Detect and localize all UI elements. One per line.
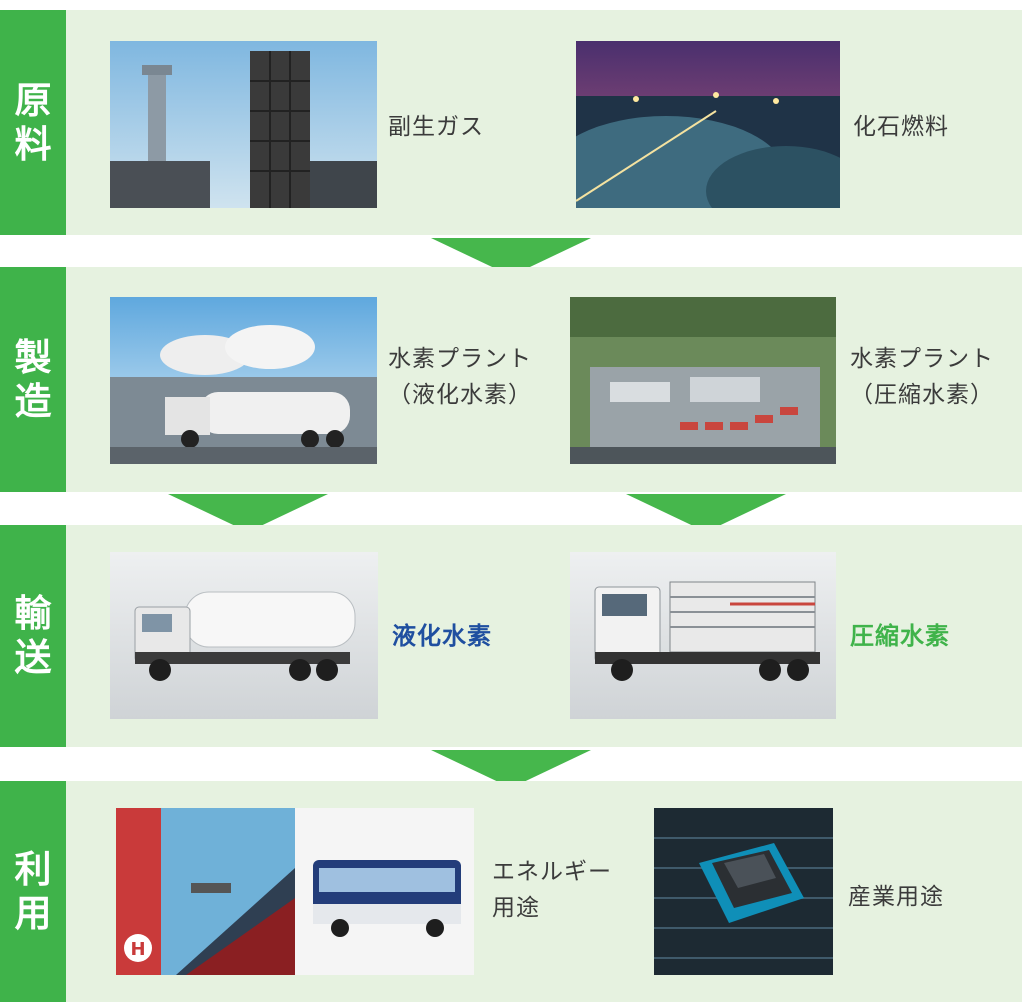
stage-tab-raw-material: 原料 [0, 10, 66, 235]
stage-tab-label: 原料 [14, 78, 52, 166]
compressed-hydrogen-transport-label: 圧縮水素 [850, 622, 950, 650]
stage-tab-transport: 輸送 [0, 525, 66, 747]
byproduct-gas-photo [110, 41, 377, 208]
stage-tab-production: 製造 [0, 267, 66, 492]
byproduct-gas-label: 副生ガス [388, 114, 484, 140]
fossil-fuel-label: 化石燃料 [853, 114, 949, 140]
arrow-down-icon [626, 494, 786, 532]
fuel-cell-bus-photo [295, 808, 474, 975]
arrow-down-icon [168, 494, 328, 532]
liquid-hydrogen-plant-photo [110, 297, 377, 464]
stage-tab-label: 輸送 [14, 592, 52, 679]
liquid-hydrogen-plant-label: 水素プラント （液化水素） [388, 346, 532, 408]
liquid-hydrogen-tanker-photo [110, 552, 378, 719]
compressed-hydrogen-trailer-photo [570, 552, 836, 719]
arrow-down-icon [431, 238, 591, 276]
stage-tab-usage: 利用 [0, 781, 66, 1002]
fossil-fuel-photo [576, 41, 840, 208]
stage-tab-label: 製造 [14, 335, 52, 423]
energy-usage-label: エネルギー 用途 [492, 859, 612, 921]
compressed-hydrogen-plant-label: 水素プラント （圧縮水素） [850, 346, 994, 408]
compressed-hydrogen-plant-photo [570, 297, 836, 464]
liquid-hydrogen-transport-label: 液化水素 [392, 622, 492, 650]
arrow-down-icon [431, 750, 591, 788]
industrial-usage-label: 産業用途 [848, 884, 944, 910]
fuel-cell-vehicle-photo: H [116, 808, 295, 975]
stage-tab-label: 利用 [14, 847, 52, 935]
semiconductor-chip-photo [654, 808, 833, 975]
svg-text:H: H [130, 939, 145, 960]
